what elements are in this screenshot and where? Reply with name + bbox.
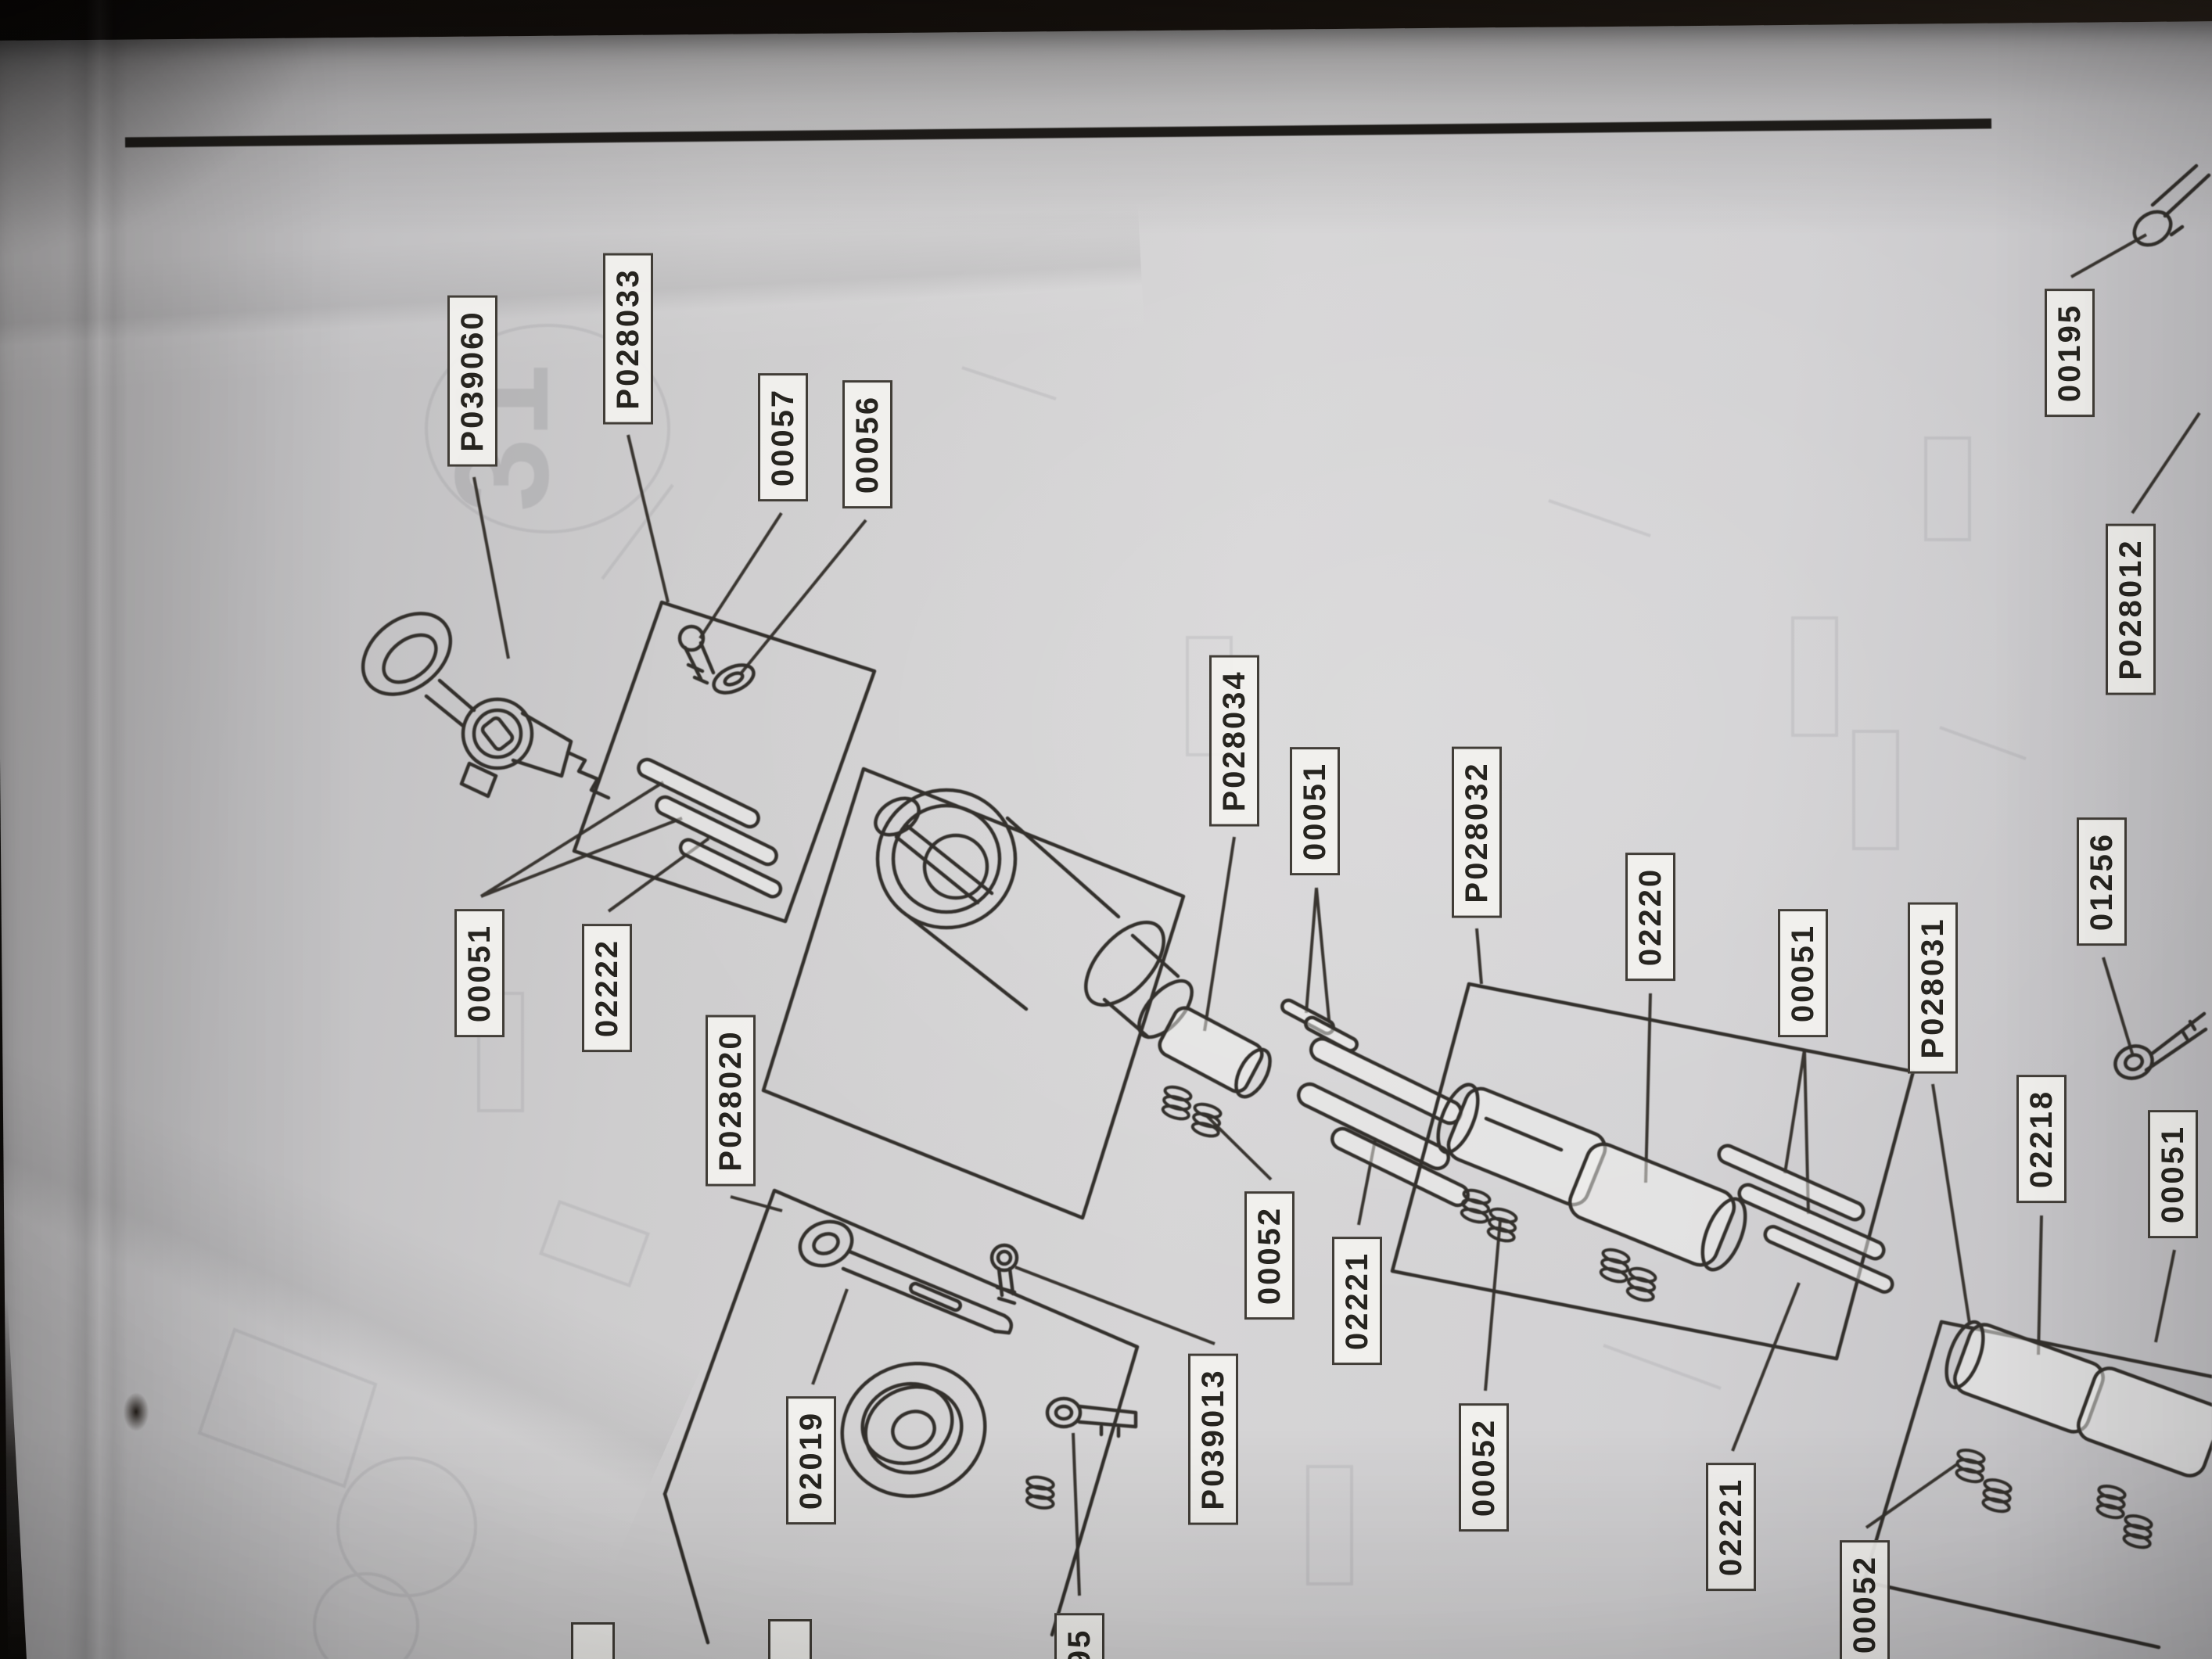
part-label-02222: 02222 (582, 923, 632, 1053)
part-label-00052: 00052 (1840, 1539, 1890, 1659)
part-label-p028033: P028033 (603, 253, 653, 425)
leader-line (1072, 1432, 1081, 1596)
lever-panel-drawing (663, 1188, 1140, 1645)
part-label-02221: 02221 (1706, 1462, 1756, 1592)
fastener-panel-drawing (572, 600, 877, 924)
part-label-02221: 02221 (1332, 1236, 1382, 1366)
tube-drawings (1296, 1036, 1470, 1208)
ignition-switch-drawing (874, 788, 1194, 1040)
leader-line (2154, 1249, 2176, 1343)
part-label-p039013: P039013 (1188, 1353, 1238, 1525)
part-label-00056: 00056 (842, 379, 892, 509)
leader-line (1931, 1083, 1971, 1324)
bottom-right-assembly-drawing (1862, 1320, 2212, 1650)
leader-line (2131, 411, 2201, 515)
ignition-switch-panel-drawing (761, 767, 1470, 1220)
part-label-01256: 01256 (2077, 817, 2127, 946)
part-label-00195: 00195 (2045, 288, 2095, 418)
leader-line (1305, 887, 1318, 1014)
part-label-02220: 02220 (1625, 852, 1675, 982)
part-label-p039060: P039060 (447, 295, 497, 467)
part-label-00057: 00057 (758, 372, 808, 502)
leader-line (2070, 233, 2147, 278)
leader-line (2102, 957, 2135, 1057)
part-label-00052: 00052 (1244, 1190, 1295, 1320)
leader-line (1644, 993, 1652, 1183)
pin-drawings (637, 757, 783, 899)
part-label-p028034: P028034 (1209, 655, 1259, 827)
cylinder-panel-drawing (1390, 982, 1916, 1361)
lever-arm-drawing (798, 1219, 1014, 1335)
part-label-p028031: P028031 (1908, 902, 1958, 1074)
leader-line (740, 519, 867, 674)
leader-line (480, 817, 683, 898)
part-label-00052: 00052 (1459, 1402, 1509, 1532)
key-right-drawing (2113, 1011, 2208, 1080)
part-label-p028012: P028012 (2106, 523, 2156, 695)
leader-line (1014, 1266, 1216, 1345)
long-pin-drawings (1717, 1144, 1894, 1294)
part-label-02019: 02019 (786, 1395, 836, 1525)
leader-line (730, 1195, 783, 1212)
part-label-00051: 00051 (1778, 908, 1828, 1038)
leader-line (479, 781, 665, 898)
page-edge-mark (119, 1386, 153, 1438)
bolt-drawing (989, 1243, 1019, 1305)
leader-line (2037, 1215, 2043, 1356)
parts-drawings (361, 163, 2212, 1650)
leader-line (1484, 1219, 1502, 1391)
leader-line (811, 1288, 849, 1385)
part-label-p028032: P028032 (1452, 746, 1502, 918)
leader-line (1203, 836, 1236, 1032)
key-top-right-drawing (2132, 163, 2211, 247)
part-label-02218: 02218 (2016, 1074, 2067, 1204)
washer-drawing (712, 663, 756, 695)
cut-label-stub (571, 1622, 615, 1659)
leader-line (1315, 887, 1331, 1028)
pin-small-drawings (1280, 998, 1359, 1053)
contact-cylinder-drawing (1158, 1006, 1272, 1099)
leader-line (1731, 1282, 1801, 1452)
part-label-00051: 00051 (454, 908, 505, 1038)
part-label-95: 95 (1054, 1613, 1104, 1659)
latch-key-drawing (1045, 1396, 1138, 1438)
screw-drawing (677, 624, 716, 685)
cut-label-stub (768, 1619, 812, 1659)
leader-line (1783, 1049, 1806, 1174)
leader-line (1475, 928, 1483, 985)
part-label-p028020: P028020 (706, 1014, 756, 1187)
part-label-00051: 00051 (2148, 1109, 2198, 1239)
grommet-drawing (840, 1361, 987, 1499)
sleeve-drawing (1567, 1142, 1747, 1272)
key-and-lock-drawing (361, 612, 611, 800)
part-label-00051: 00051 (1290, 746, 1340, 876)
